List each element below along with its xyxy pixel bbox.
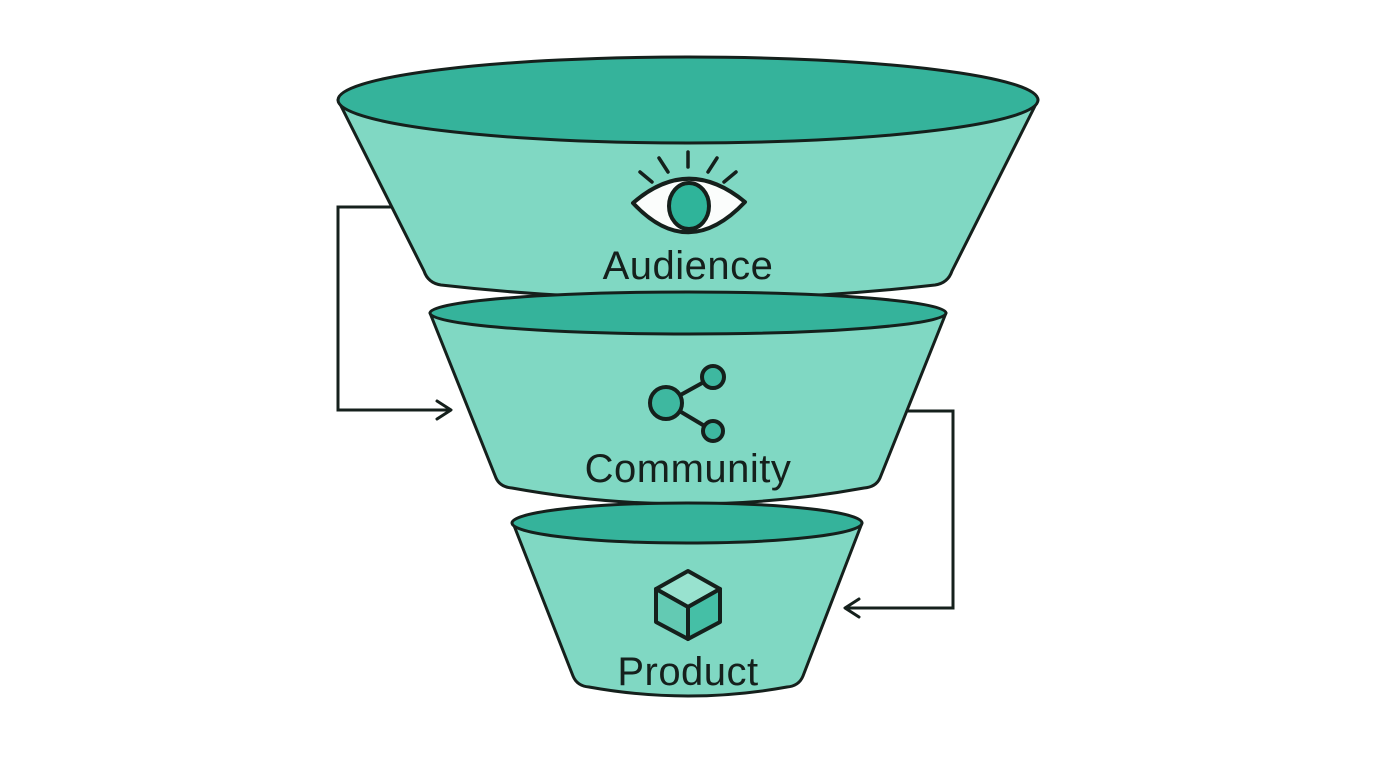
connector-right-arrowhead-icon bbox=[843, 597, 861, 619]
eye-lash-outer-left bbox=[638, 170, 654, 184]
stage-label-product: Product bbox=[617, 650, 758, 694]
funnel-stage-product: Product bbox=[510, 501, 864, 698]
share-node-main bbox=[648, 385, 684, 421]
funnel-stage-community: Community bbox=[428, 290, 948, 506]
eye-lash-outer-right bbox=[722, 170, 738, 184]
community-stage-opening bbox=[428, 290, 948, 336]
share-node-top bbox=[700, 364, 726, 390]
cube-right-face bbox=[686, 587, 722, 641]
connector-left-arrowhead-icon bbox=[435, 399, 453, 421]
cube-icon bbox=[654, 569, 722, 641]
stage-label-community: Community bbox=[585, 447, 792, 491]
connector-right bbox=[843, 409, 955, 619]
funnel-stage-audience: Audience bbox=[336, 55, 1040, 301]
connector-left-line bbox=[336, 205, 450, 412]
share-network-icon bbox=[648, 364, 726, 443]
eye-pupil bbox=[667, 181, 711, 231]
audience-stage-opening bbox=[336, 55, 1040, 145]
eye-lash-inner-left bbox=[657, 156, 670, 174]
product-stage-opening bbox=[510, 501, 864, 545]
connector-right-line bbox=[846, 409, 955, 610]
eye-lash-inner-right bbox=[706, 156, 719, 174]
eye-icon bbox=[631, 150, 747, 235]
connector-left bbox=[336, 205, 453, 421]
share-node-bottom bbox=[701, 419, 725, 443]
stage-label-audience: Audience bbox=[603, 244, 774, 288]
